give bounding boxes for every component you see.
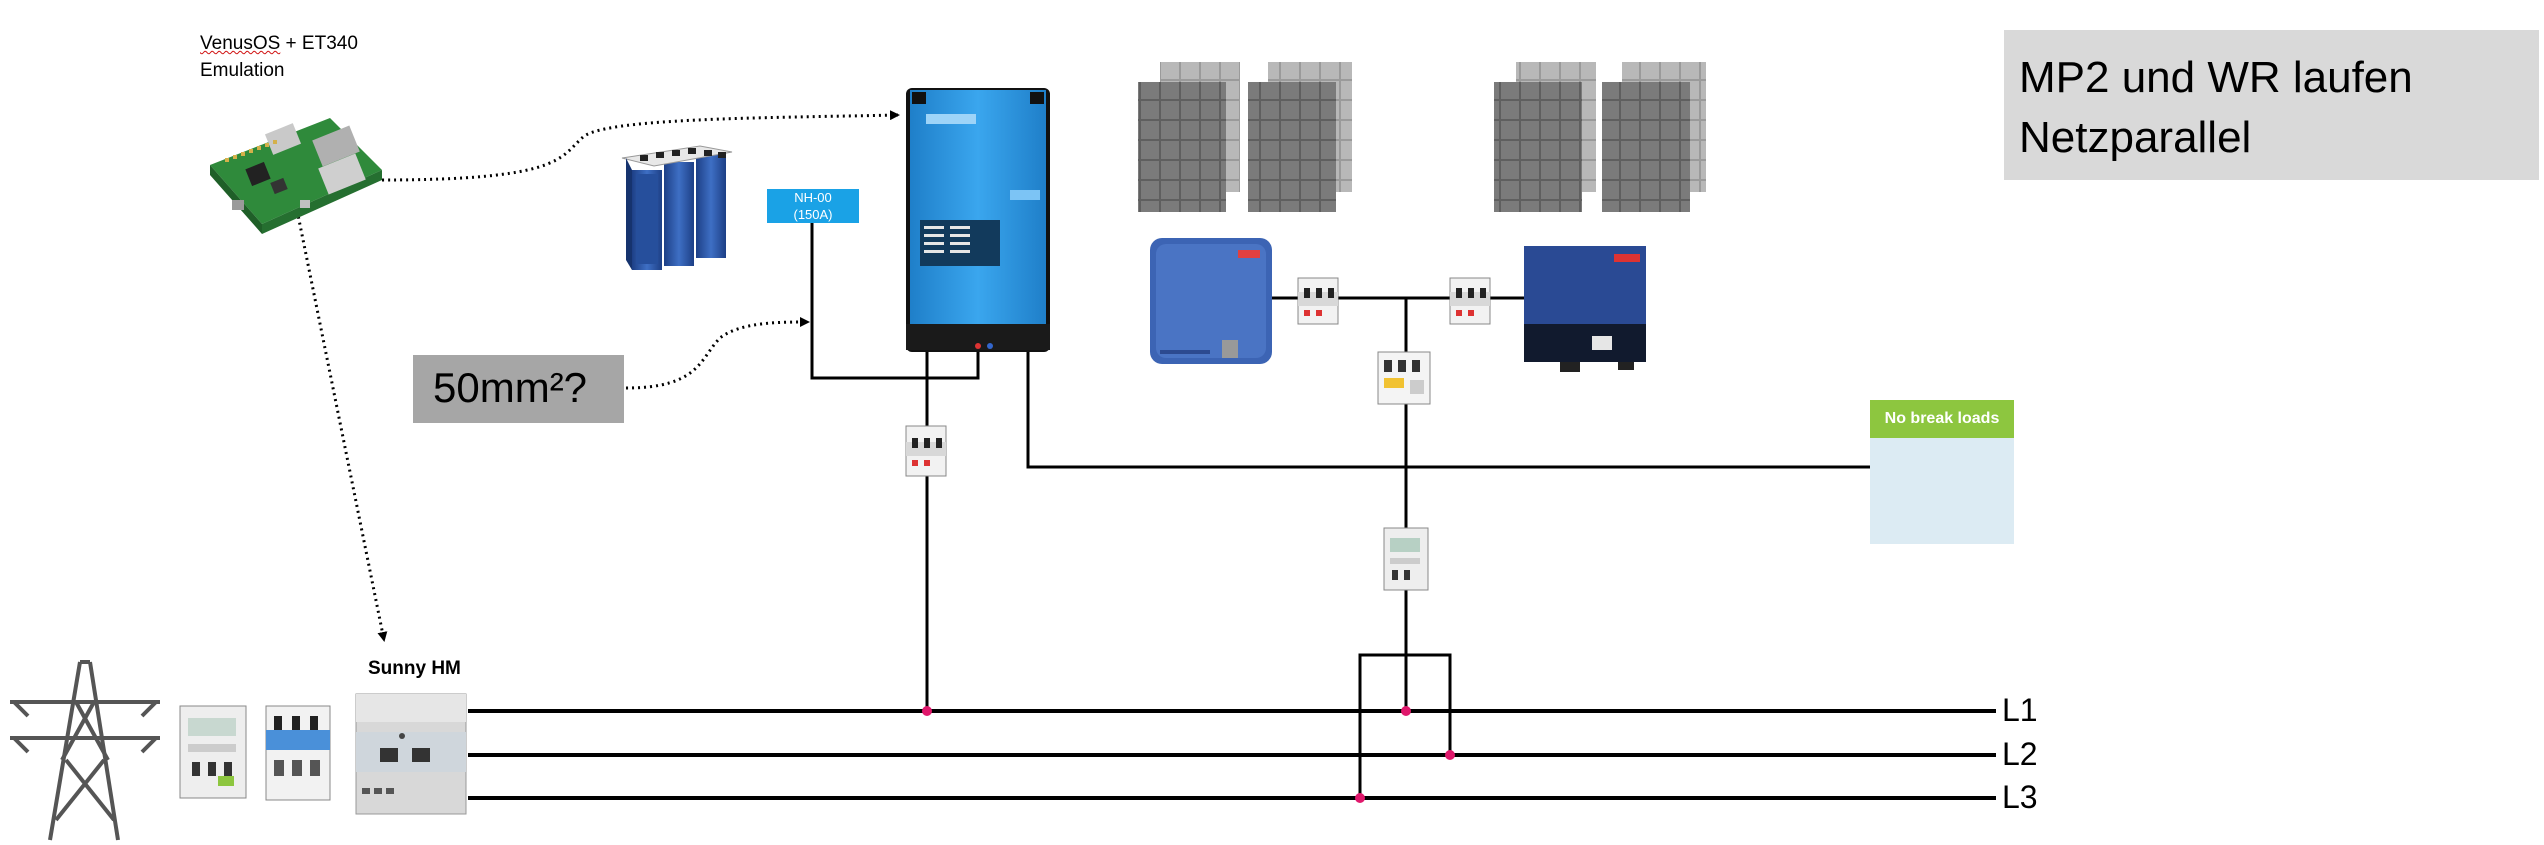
rcd-icon (1377, 351, 1431, 405)
cable-note: 50mm²? (433, 364, 588, 411)
data-links (294, 110, 900, 642)
cable-note-box (413, 355, 624, 423)
fuse-label: NH-00 (150A) (793, 190, 833, 222)
sma-inverter-icon (1150, 238, 1272, 364)
solar-panel-icon (1494, 62, 1706, 212)
venus-os-name: VenusOS (200, 33, 281, 54)
junction-pv-l2 (1445, 750, 1455, 760)
solar-panel-icon (1138, 62, 1352, 212)
multiplus-inverter-icon (906, 88, 1050, 352)
sunny-hm-label: Sunny HM (368, 658, 461, 679)
energy-meter-icon (1383, 527, 1429, 591)
junction-pv-l3 (1355, 793, 1365, 803)
power-pylon-icon (10, 660, 160, 841)
mp-acout-wire (1026, 350, 1870, 469)
circuit-breaker-icon (265, 705, 331, 801)
no-break-loads-panel (1870, 438, 2014, 544)
bus-lines (468, 709, 1996, 800)
phase-label-l2: L2 (2002, 736, 2038, 772)
junction-mp-l1 (922, 706, 932, 716)
venus-os-emulation: Emulation (200, 60, 285, 81)
battery-icon (621, 145, 733, 270)
raspberry-pi-icon (210, 118, 382, 234)
junction-pv-l1 (1401, 706, 1411, 716)
venus-os-emulation-model: + ET340 (280, 33, 358, 54)
title-box (2004, 30, 2539, 180)
link-venus-meter (294, 204, 388, 642)
sma-inverter-icon (1524, 246, 1646, 372)
link-note-cable (625, 317, 810, 390)
junctions (922, 706, 1455, 803)
phase-label-l1: L1 (2002, 692, 2038, 728)
diagram-title: MP2 und WR laufen Netzparallel (2019, 53, 2413, 162)
dc-cable (810, 223, 980, 380)
energy-meter-icon (179, 705, 247, 799)
circuit-breaker-icon (905, 425, 947, 477)
energy-meter-icon (355, 693, 467, 815)
circuit-breaker-icon (1449, 277, 1491, 325)
phase-label-l3: L3 (2002, 779, 2038, 815)
no-break-loads-header (1870, 400, 2014, 438)
circuit-breaker-icon (1297, 277, 1339, 325)
no-break-loads-label: No break loads (1884, 410, 2000, 427)
fuse-box (767, 189, 859, 223)
